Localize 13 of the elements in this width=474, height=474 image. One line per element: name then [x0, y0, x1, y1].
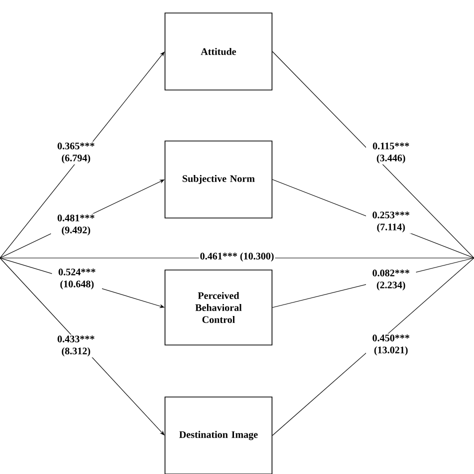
path-coefficient: 0.461*** (10.300) — [198, 251, 276, 263]
path-coefficient: 0.115*** (3.446) — [366, 142, 416, 164]
construct-box: Destination Image — [164, 396, 272, 474]
path-coefficient: 0.524*** (10.648) — [52, 268, 102, 290]
path-coefficient: 0.365*** (6.794) — [51, 142, 101, 164]
construct-box: Attitude — [164, 12, 272, 90]
construct-box: Subjective Norm — [164, 140, 272, 218]
path-coefficient: 0.433*** (8.312) — [51, 334, 101, 358]
path-coefficient: 0.082*** (2.234) — [366, 268, 416, 292]
path-coefficient: 0.253*** (7.114) — [366, 210, 416, 234]
path-coefficient: 0.450*** (13.021) — [366, 334, 416, 356]
construct-box: Perceived Behavioral Control — [164, 270, 272, 346]
path-coefficient: 0.481*** (9.492) — [51, 214, 101, 236]
